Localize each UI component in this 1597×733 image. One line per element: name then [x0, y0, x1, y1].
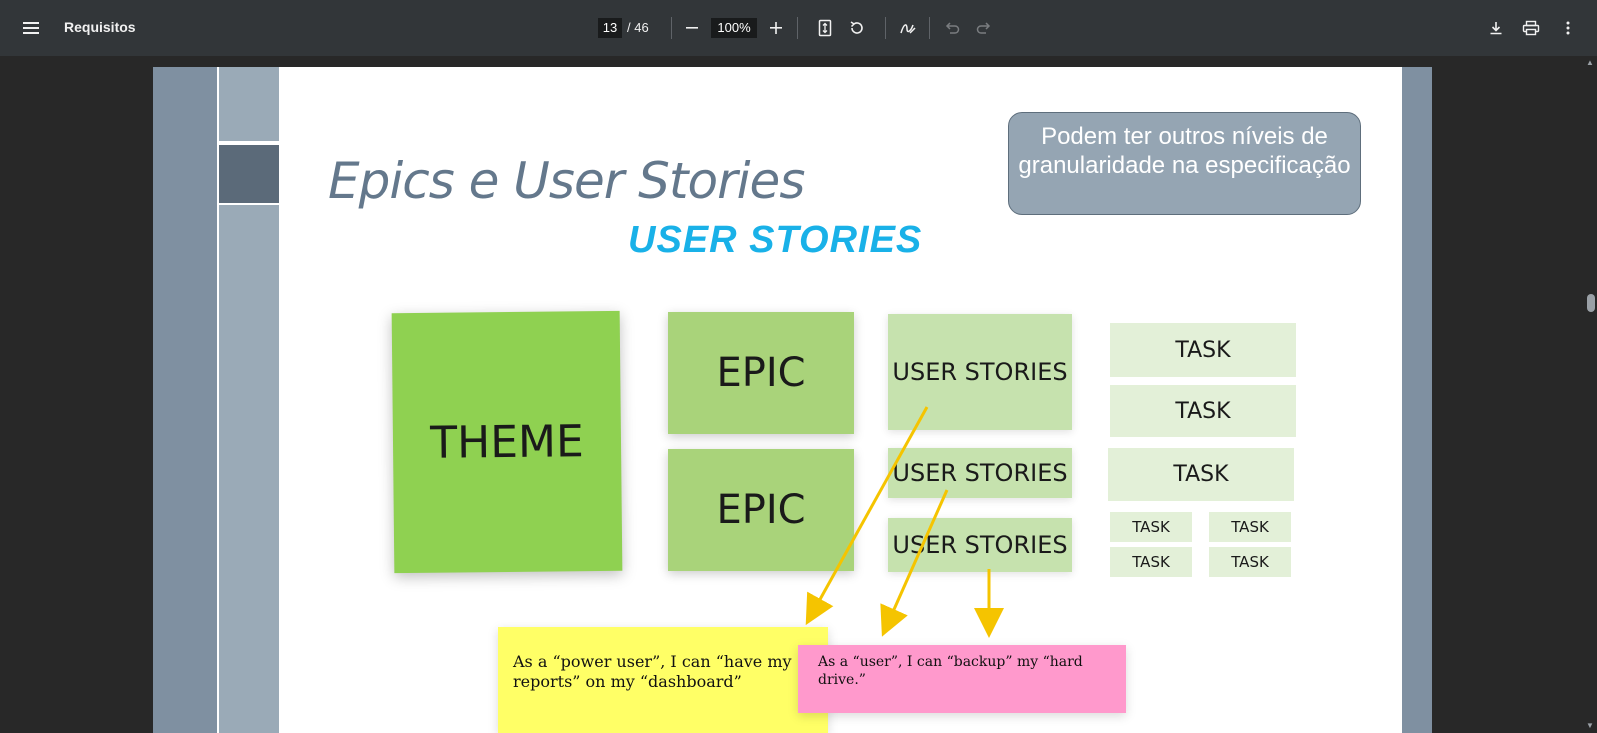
zoom-out-icon[interactable] — [679, 15, 705, 41]
pdf-page: Epics e User Stories Podem ter outros ní… — [153, 67, 1432, 733]
print-icon[interactable] — [1518, 15, 1544, 41]
scrollbar[interactable]: ▲ ▼ — [1583, 56, 1597, 733]
theme-card: THEME — [391, 310, 623, 574]
toolbar-divider — [929, 17, 930, 39]
scroll-down-icon[interactable]: ▼ — [1586, 721, 1594, 730]
undo-icon[interactable] — [939, 15, 965, 41]
task-card-small: TASK — [1110, 512, 1192, 542]
scrollbar-thumb[interactable] — [1587, 294, 1595, 312]
document-title: Requisitos — [64, 19, 136, 35]
scroll-up-icon[interactable]: ▲ — [1586, 58, 1594, 67]
task-card-small: TASK — [1110, 547, 1192, 577]
zoom-in-icon[interactable] — [763, 15, 789, 41]
task-card: TASK — [1108, 448, 1294, 501]
sticky-note-yellow: As a “power user”, I can “have my report… — [498, 627, 828, 733]
decorative-band — [153, 67, 217, 733]
slide-title: Epics e User Stories — [328, 152, 805, 210]
menu-icon[interactable] — [20, 17, 42, 39]
epic-card: EPIC — [668, 312, 854, 434]
redo-icon[interactable] — [971, 15, 997, 41]
annotate-icon[interactable] — [895, 15, 921, 41]
page-total: / 46 — [627, 20, 649, 35]
epic-card: EPIC — [668, 449, 854, 571]
sticky-note-pink: As a “user”, I can “backup” my “hard dri… — [798, 645, 1126, 713]
task-card-small: TASK — [1209, 512, 1291, 542]
fit-page-icon[interactable] — [812, 15, 838, 41]
download-icon[interactable] — [1483, 15, 1509, 41]
decorative-band — [1402, 67, 1432, 733]
page-number-input[interactable]: 13 — [598, 18, 622, 38]
task-card: TASK — [1110, 385, 1296, 437]
task-card-small: TASK — [1209, 547, 1291, 577]
toolbar-divider — [797, 17, 798, 39]
user-stories-heading: USER STORIES — [628, 219, 923, 261]
rotate-icon[interactable] — [844, 15, 870, 41]
zoom-level-input[interactable]: 100% — [711, 18, 757, 38]
granularity-note: Podem ter outros níveis de granularidade… — [1008, 112, 1361, 215]
toolbar-divider — [885, 17, 886, 39]
pdf-toolbar: Requisitos 13 / 46 100% — [0, 0, 1597, 56]
decorative-block — [217, 143, 281, 205]
decorative-divider — [217, 141, 281, 143]
user-story-card: USER STORIES — [888, 314, 1072, 430]
user-story-card: USER STORIES — [888, 518, 1072, 572]
task-card: TASK — [1110, 323, 1296, 377]
user-story-card: USER STORIES — [888, 448, 1072, 498]
toolbar-divider — [671, 17, 672, 39]
more-icon[interactable] — [1555, 15, 1581, 41]
